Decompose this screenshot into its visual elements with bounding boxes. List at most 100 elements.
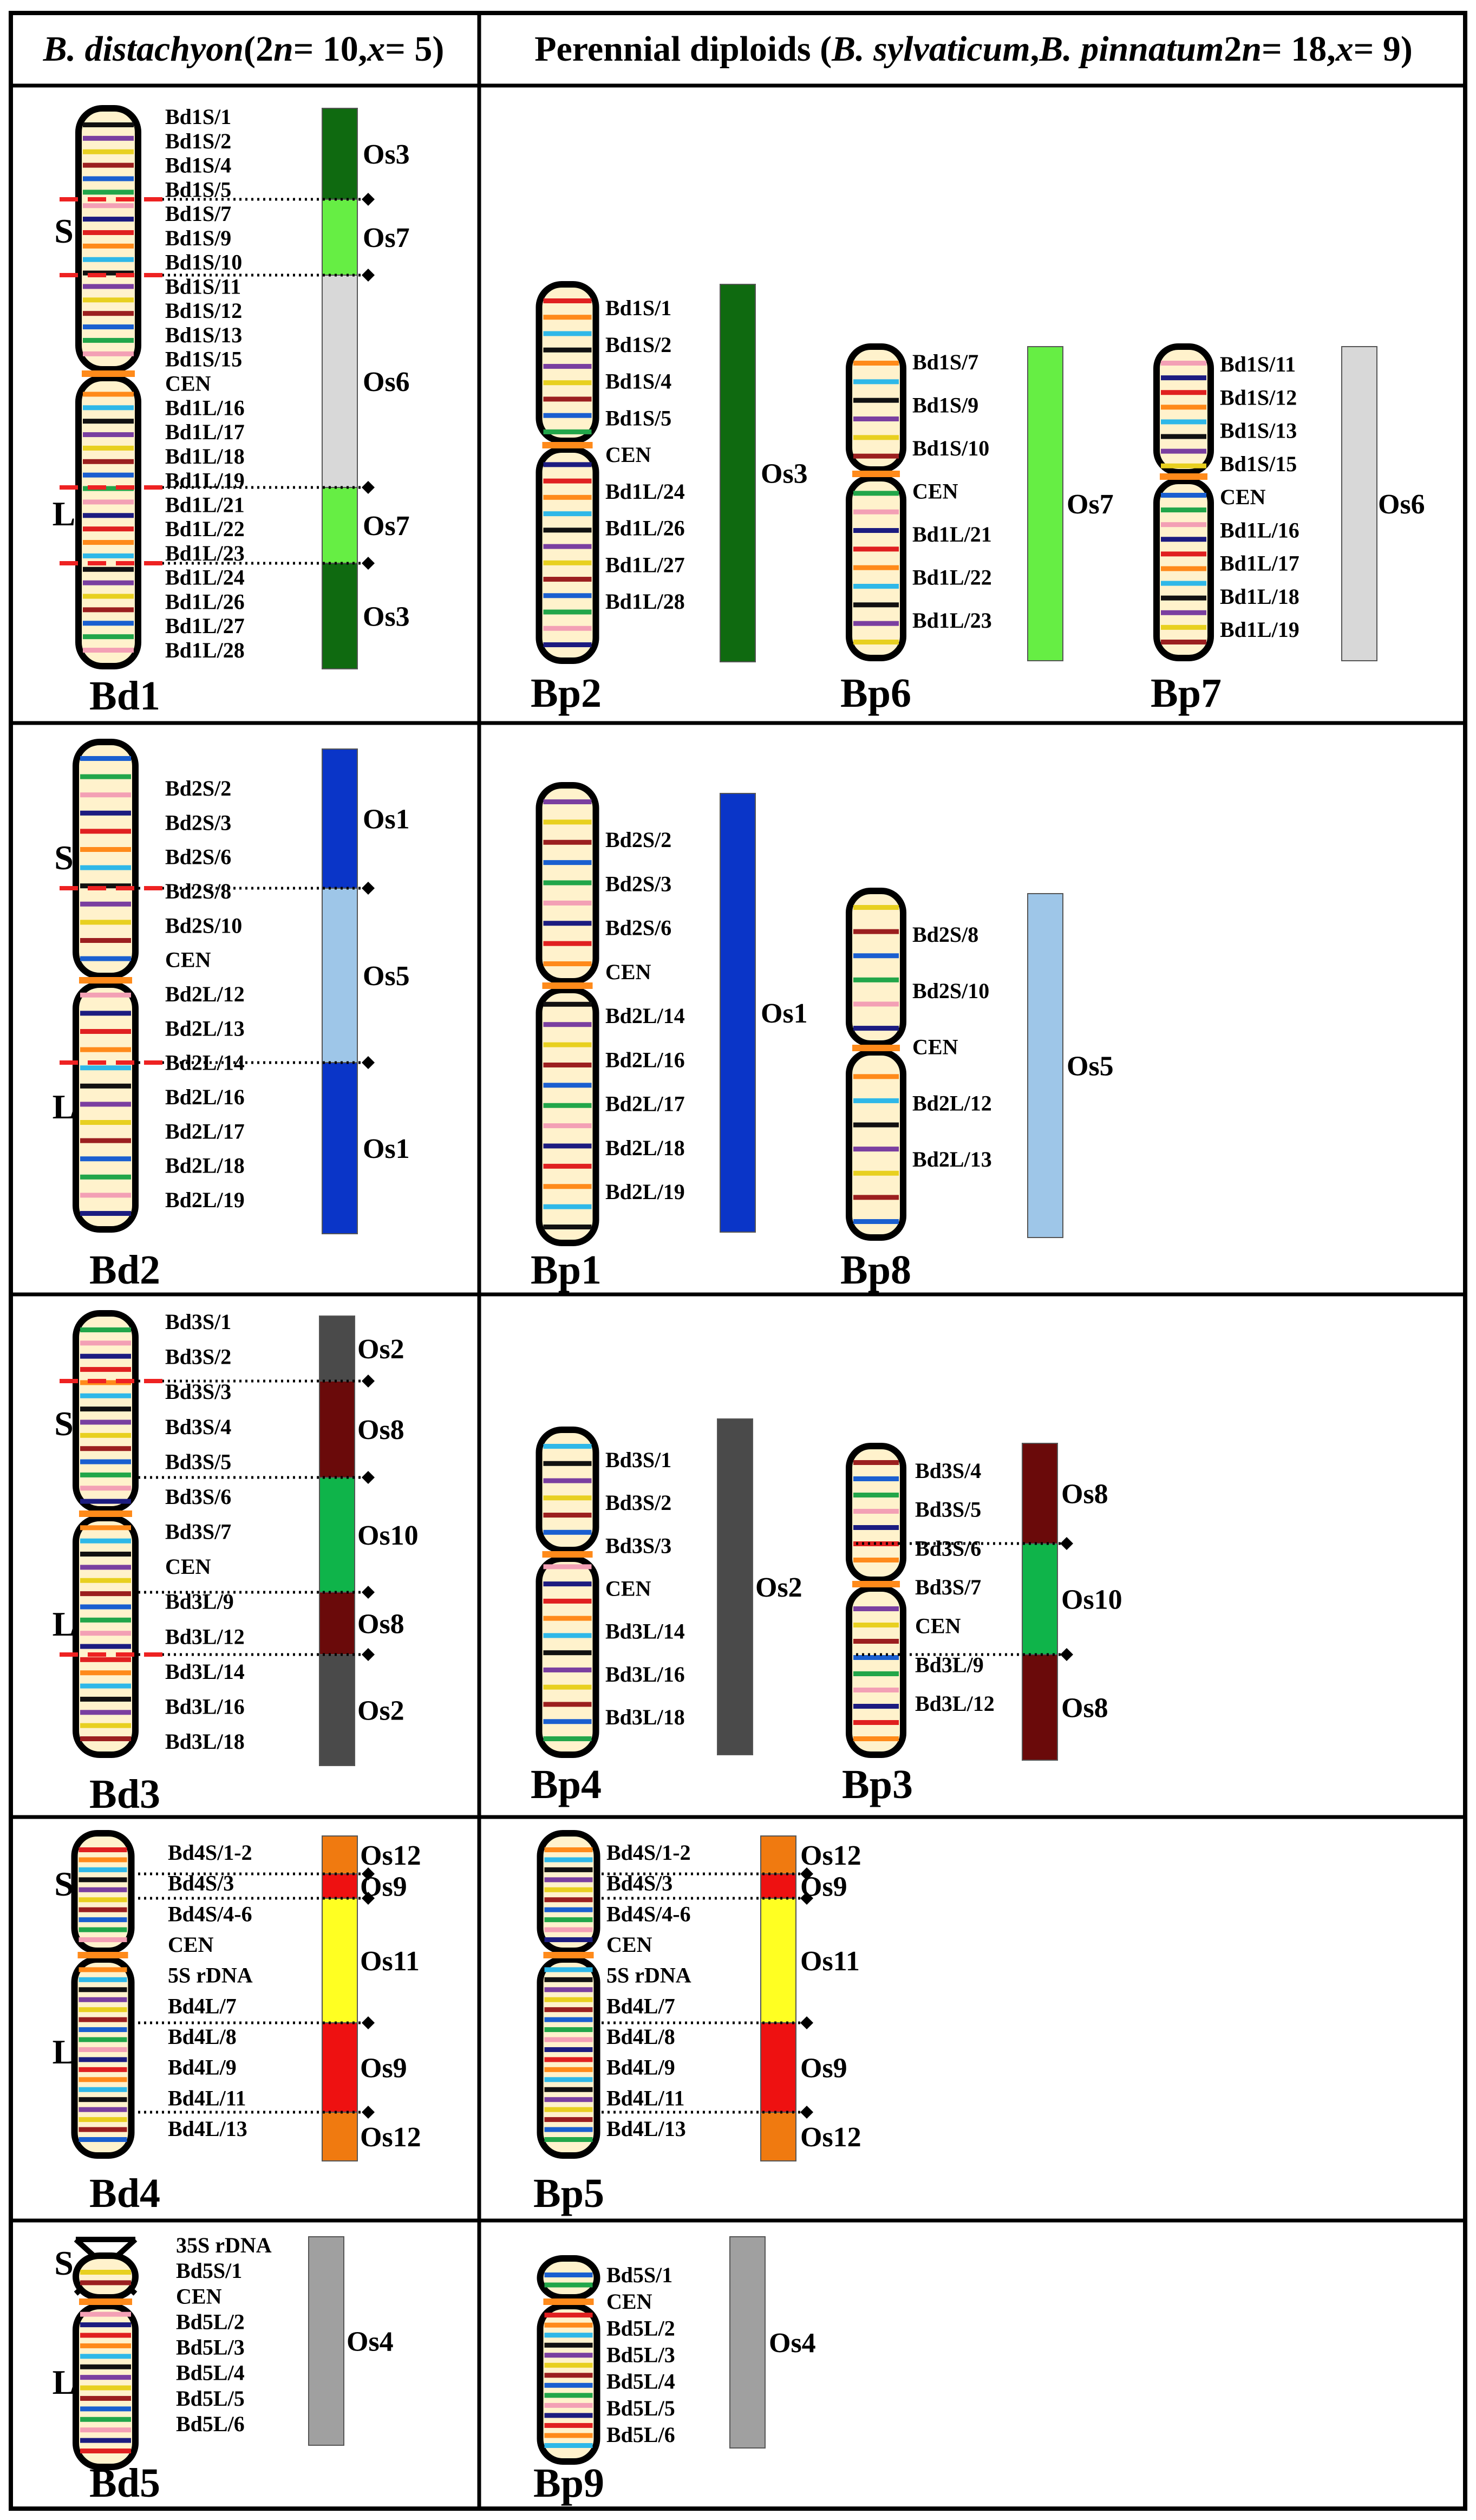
bp3-os-label: Os10 (1061, 1585, 1122, 1616)
bd3-band (80, 1525, 131, 1531)
bp9-band (544, 2353, 593, 2358)
bp3-band (853, 1476, 899, 1481)
bp8-marker-label: Bd2S/8 (912, 922, 978, 947)
bd2-band (80, 901, 131, 907)
bp5-boundary-diamond (800, 1867, 813, 1880)
bd1-boundary-diamond (362, 481, 375, 494)
bd4-os-block-Os9 (322, 2022, 358, 2113)
bd4-band (79, 2077, 127, 2082)
bd2-centromere-mark (79, 977, 132, 984)
bp8-marker-label: CEN (912, 1035, 958, 1059)
bd3-marker-label: Bd3S/1 (165, 1310, 231, 1334)
bd1-band (83, 540, 134, 545)
bd2-band (80, 1011, 131, 1016)
bp5-band (544, 1987, 593, 1992)
bd5-os-label: Os4 (347, 2327, 394, 2358)
bp3-band (853, 1639, 899, 1644)
bd2-os-label: Os1 (363, 804, 410, 835)
bp5-os-block-Os11 (760, 1898, 796, 2023)
bp4-band (543, 1616, 592, 1621)
bp2-marker-label: Bd1S/4 (605, 369, 671, 394)
bd5-band (80, 2311, 131, 2317)
bp8-os-label: Os5 (1067, 1051, 1114, 1082)
bp2-band (543, 396, 592, 402)
bp4-marker-label: Bd3L/18 (605, 1705, 685, 1729)
bp8-os-block-Os5 (1027, 893, 1063, 1238)
bd1-marker-label: Bd1L/23 (165, 541, 245, 565)
bp9-band (544, 2282, 593, 2288)
bd1-marker-label: Bd1S/1 (165, 105, 231, 129)
bp1-chromosome (535, 782, 599, 1246)
bd4-band (79, 1927, 127, 1932)
bp3-centromere-mark (852, 1581, 900, 1587)
bd2-marker-label: Bd2L/17 (165, 1119, 245, 1143)
bp6-band (853, 491, 899, 496)
bd1-boundary-diamond (362, 269, 375, 282)
bd3-marker-label: Bd3S/7 (165, 1520, 231, 1544)
bp2-band (543, 577, 592, 582)
bd1-band (83, 122, 134, 127)
bp2-long-arm (535, 446, 599, 664)
bp9-band (544, 2433, 593, 2438)
bd4-marker-label: 5S rDNA (168, 1963, 253, 1988)
bd4-boundary-diamond (362, 1867, 375, 1880)
bd3-boundary-diamond (362, 1586, 375, 1599)
bp5-band (544, 1867, 593, 1872)
bd3-name: Bd3 (89, 1772, 160, 1817)
bp8-marker-label: Bd2L/13 (912, 1147, 992, 1171)
bp7-chromosome (1153, 343, 1214, 661)
bd1-marker-label: Bd1S/13 (165, 323, 242, 347)
bp1-band (543, 1042, 592, 1047)
bd5-band (80, 2322, 131, 2328)
bp9-name: Bp9 (533, 2460, 604, 2506)
bp6-name: Bp6 (840, 670, 911, 716)
bp7-band (1161, 434, 1206, 439)
bp4-band (543, 1513, 592, 1518)
bp2-centromere-mark (542, 442, 593, 448)
bp4-long-arm (535, 1555, 599, 1758)
bp8-band (853, 1074, 899, 1079)
bd3-band (80, 1499, 131, 1504)
bp5-marker-label: Bd4L/13 (606, 2117, 686, 2141)
bd3-marker-label: Bd3S/3 (165, 1379, 231, 1404)
bp9-band (544, 2443, 593, 2448)
bp1-band (543, 1001, 592, 1007)
bp5-band (544, 2077, 593, 2082)
bd3-long-arm (73, 1515, 139, 1758)
bp2-band (543, 560, 592, 565)
bd1-marker-label: Bd1L/27 (165, 614, 245, 638)
bd5-band (80, 2438, 131, 2443)
bp4-band (543, 1564, 592, 1570)
bp4-short-arm (535, 1427, 599, 1553)
bd3-os-label: Os2 (357, 1334, 404, 1365)
bd3-band (80, 1406, 131, 1412)
bd4-os-label: Os9 (360, 2053, 407, 2084)
bp5-band (544, 1887, 593, 1892)
bp9-centromere-mark (543, 2298, 594, 2305)
bp2-os-block-Os3 (720, 284, 756, 662)
bd4-marker-label: CEN (168, 1932, 214, 1957)
bd5-marker-label: Bd5L/4 (176, 2361, 245, 2385)
bp4-band (543, 1684, 592, 1690)
bd5-marker-label: 35S rDNA (176, 2233, 272, 2257)
bp9-band (544, 2333, 593, 2338)
bp4-band (543, 1444, 592, 1449)
bp9-band (544, 2393, 593, 2398)
bd1-marker-label: Bd1L/17 (165, 420, 245, 444)
bp7-band (1161, 640, 1206, 644)
bp8-marker-label: Bd2S/10 (912, 979, 989, 1003)
bd1-band (83, 607, 134, 613)
bp6-band (853, 361, 899, 366)
bd2-band (80, 1193, 131, 1198)
bp3-marker-label: Bd3L/9 (915, 1652, 984, 1677)
bp3-band (853, 1720, 899, 1725)
bp7-band (1161, 463, 1206, 468)
bp7-marker-label: Bd1L/17 (1220, 551, 1299, 576)
bp4-marker-label: CEN (605, 1577, 651, 1601)
bp9-band (544, 2413, 593, 2418)
bp9-os-block-Os4 (729, 2236, 766, 2449)
bp6-marker-label: Bd1S/7 (912, 350, 978, 374)
bp6-band (853, 621, 899, 626)
bp8-band (853, 977, 899, 982)
bp2-band (543, 593, 592, 598)
